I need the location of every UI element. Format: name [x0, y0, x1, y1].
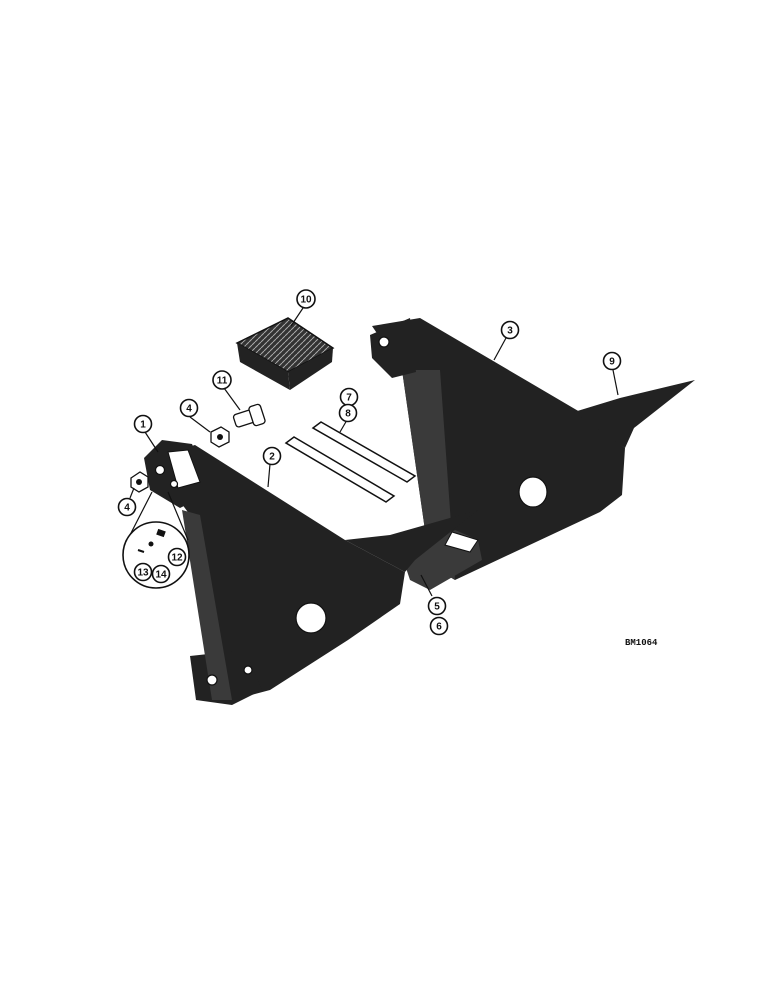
wear-strips — [284, 421, 417, 503]
callout-12: 12 — [167, 547, 187, 567]
callout-2: 2 — [262, 446, 282, 466]
callout-8: 8 — [338, 403, 358, 423]
callout-13-label: 13 — [137, 568, 149, 579]
callout-4-lower: 4 — [117, 497, 137, 517]
callout-4-lower-label: 4 — [124, 503, 130, 514]
callout-5: 5 — [427, 596, 447, 616]
callout-12-label: 12 — [171, 553, 183, 564]
front-side-frame — [148, 445, 405, 705]
callout-1-label: 1 — [140, 420, 146, 431]
rear-spike-tine — [574, 380, 695, 448]
callout-4-upper-label: 4 — [186, 404, 192, 415]
nut-upper — [210, 426, 230, 448]
callout-6-label: 6 — [436, 622, 442, 633]
front-spike-tine — [345, 510, 478, 572]
callout-6: 6 — [429, 616, 449, 636]
callout-5-label: 5 — [434, 602, 440, 613]
callout-3-label: 3 — [507, 326, 513, 337]
callout-9: 9 — [602, 351, 622, 371]
callout-4-upper: 4 — [179, 398, 199, 418]
front-mounting-bracket — [144, 440, 212, 508]
callout-14: 14 — [151, 564, 171, 584]
callout-11: 11 — [212, 370, 232, 390]
callout-10: 10 — [296, 289, 316, 309]
callout-2-label: 2 — [269, 452, 275, 463]
callout-14-label: 14 — [155, 570, 167, 581]
callout-1: 1 — [133, 414, 153, 434]
callout-8-label: 8 — [345, 409, 351, 420]
callout-11-label: 11 — [217, 376, 228, 387]
callout-13: 13 — [133, 562, 153, 582]
cross-tube — [405, 530, 482, 590]
nut-lower — [130, 471, 149, 493]
callout-9-label: 9 — [609, 357, 615, 368]
callout-3: 3 — [500, 320, 520, 340]
bolt — [232, 403, 266, 428]
callout-7: 7 — [339, 387, 359, 407]
drawing-code: BM1064 — [625, 638, 658, 648]
callout-10-label: 10 — [300, 295, 312, 306]
step-tread-plate — [235, 317, 335, 390]
callout-7-label: 7 — [346, 393, 352, 404]
